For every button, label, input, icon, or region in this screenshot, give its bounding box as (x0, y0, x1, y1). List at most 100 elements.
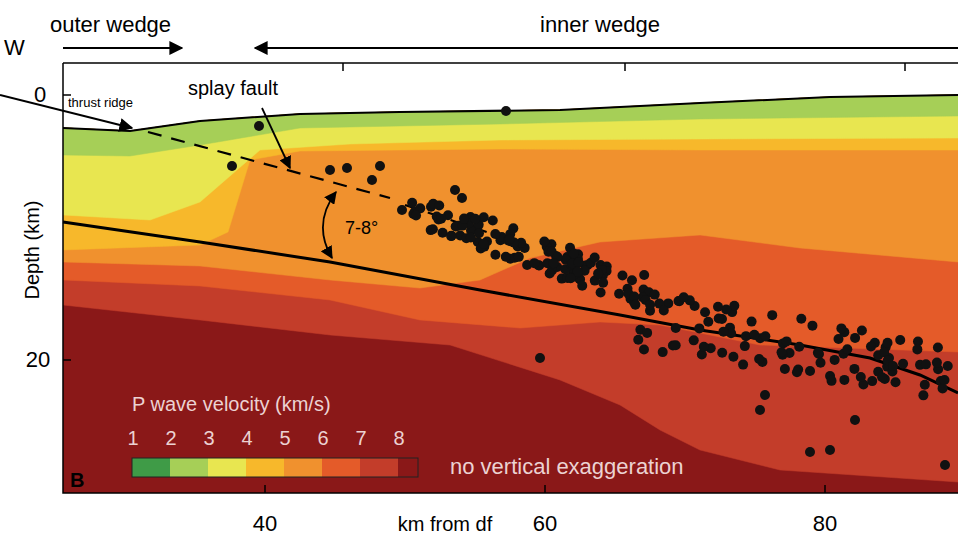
axis-tick (63, 359, 71, 361)
earthquake-dot (749, 330, 759, 340)
leader-arrow (262, 108, 290, 168)
velocity-layer (63, 95, 958, 352)
earthquake-dot (627, 275, 637, 285)
legend-tick-label: 5 (279, 428, 290, 448)
direction-label: W (4, 37, 25, 59)
earthquake-dot (614, 289, 624, 299)
earthquake-dot (938, 383, 948, 393)
earthquake-dot (505, 234, 515, 244)
earthquake-dot (574, 258, 584, 268)
earthquake-dot (529, 258, 539, 268)
axis-tick (544, 485, 546, 493)
seafloor-line (63, 95, 958, 131)
axis-tick (824, 485, 826, 493)
earthquake-dot (816, 358, 826, 368)
legend-tick-label: 4 (241, 428, 252, 448)
earthquake-dot (650, 290, 660, 300)
earthquake-dot (713, 302, 723, 312)
earthquake-dot (898, 359, 908, 369)
earthquake-dot (630, 300, 640, 310)
earthquake-dot (777, 347, 787, 357)
earthquake-dot (375, 161, 385, 171)
earthquake-dot (679, 292, 689, 302)
earthquake-dot (741, 331, 751, 341)
earthquake-dot (807, 321, 817, 331)
earthquake-dot (895, 335, 905, 345)
earthquake-dot (642, 328, 652, 338)
earthquake-dot (407, 198, 417, 208)
velocity-layer (63, 95, 958, 288)
earthquake-dot (921, 359, 931, 369)
earthquake-dot (714, 313, 724, 323)
earthquake-dot (814, 349, 824, 359)
earthquake-dot (490, 250, 500, 260)
earthquake-dot (501, 106, 511, 116)
earthquake-dot (694, 323, 704, 333)
earthquake-dot (805, 447, 815, 457)
earthquake-dot (645, 300, 655, 310)
earthquake-dot (747, 317, 757, 327)
earthquake-dot (842, 344, 852, 354)
legend-title: P wave velocity (km/s) (132, 394, 331, 414)
earthquake-dot (918, 390, 928, 400)
axis-tick (904, 63, 906, 71)
earthquake-dot (689, 335, 699, 345)
axis-tick (342, 63, 344, 71)
earthquake-dot (825, 445, 835, 455)
legend-tick-label: 7 (355, 428, 366, 448)
earthquake-dot (940, 460, 950, 470)
earthquake-dot (325, 165, 335, 175)
earthquake-dot (671, 323, 681, 333)
earthquake-dot (836, 323, 846, 333)
earthquake-dot (830, 355, 840, 365)
earthquake-dot (446, 231, 456, 241)
earthquake-dot (479, 239, 489, 249)
earthquake-dot (883, 338, 893, 348)
earthquake-dot (633, 335, 643, 345)
earthquake-dot (754, 354, 764, 364)
earthquake-dot (539, 236, 549, 246)
earthquake-dot (740, 341, 750, 351)
earthquake-dot (850, 415, 860, 425)
earthquake-dot (367, 175, 377, 185)
earthquake-dot (617, 270, 627, 280)
earthquake-dot (760, 331, 770, 341)
extent-arrow (63, 47, 182, 49)
earthquake-dot (490, 229, 500, 239)
earthquake-dot (794, 342, 804, 352)
earthquake-dot (659, 305, 669, 315)
earthquake-dot (577, 281, 587, 291)
earthquake-dot (856, 372, 866, 382)
axis-line (63, 62, 958, 64)
colorbar-frame (132, 458, 418, 477)
legend-tick-label: 6 (317, 428, 328, 448)
earthquake-dot (755, 405, 765, 415)
earthquake-dot (639, 270, 649, 280)
earthquake-dot (699, 342, 709, 352)
earthquake-dot (943, 361, 953, 371)
colorbar-cell (284, 458, 322, 477)
region-label: inner wedge (540, 14, 660, 36)
note-label: no vertical exaggeration (450, 456, 684, 478)
earthquake-dot (566, 273, 576, 283)
velocity-layer (63, 95, 958, 220)
earthquake-dot (792, 367, 802, 377)
colorbar-cell (322, 458, 360, 477)
earthquake-dot (598, 278, 608, 288)
extent-arrow (255, 47, 958, 49)
plate-interface (63, 222, 958, 393)
legend-tick-label: 8 (393, 428, 404, 448)
feature-label: thrust ridge (68, 96, 133, 109)
panel-letter: B (70, 470, 84, 490)
earthquake-dot (932, 358, 942, 368)
earthquake-dot (782, 336, 792, 346)
axis-tick (624, 63, 626, 71)
earthquake-dot (593, 268, 603, 278)
colorbar-cell (170, 458, 208, 477)
earthquake-dot (780, 364, 790, 374)
earthquake-dot (436, 214, 446, 224)
earthquake-dot (470, 214, 480, 224)
earthquake-dot (254, 121, 264, 131)
earthquake-dot (700, 307, 710, 317)
velocity-layer (63, 95, 958, 156)
